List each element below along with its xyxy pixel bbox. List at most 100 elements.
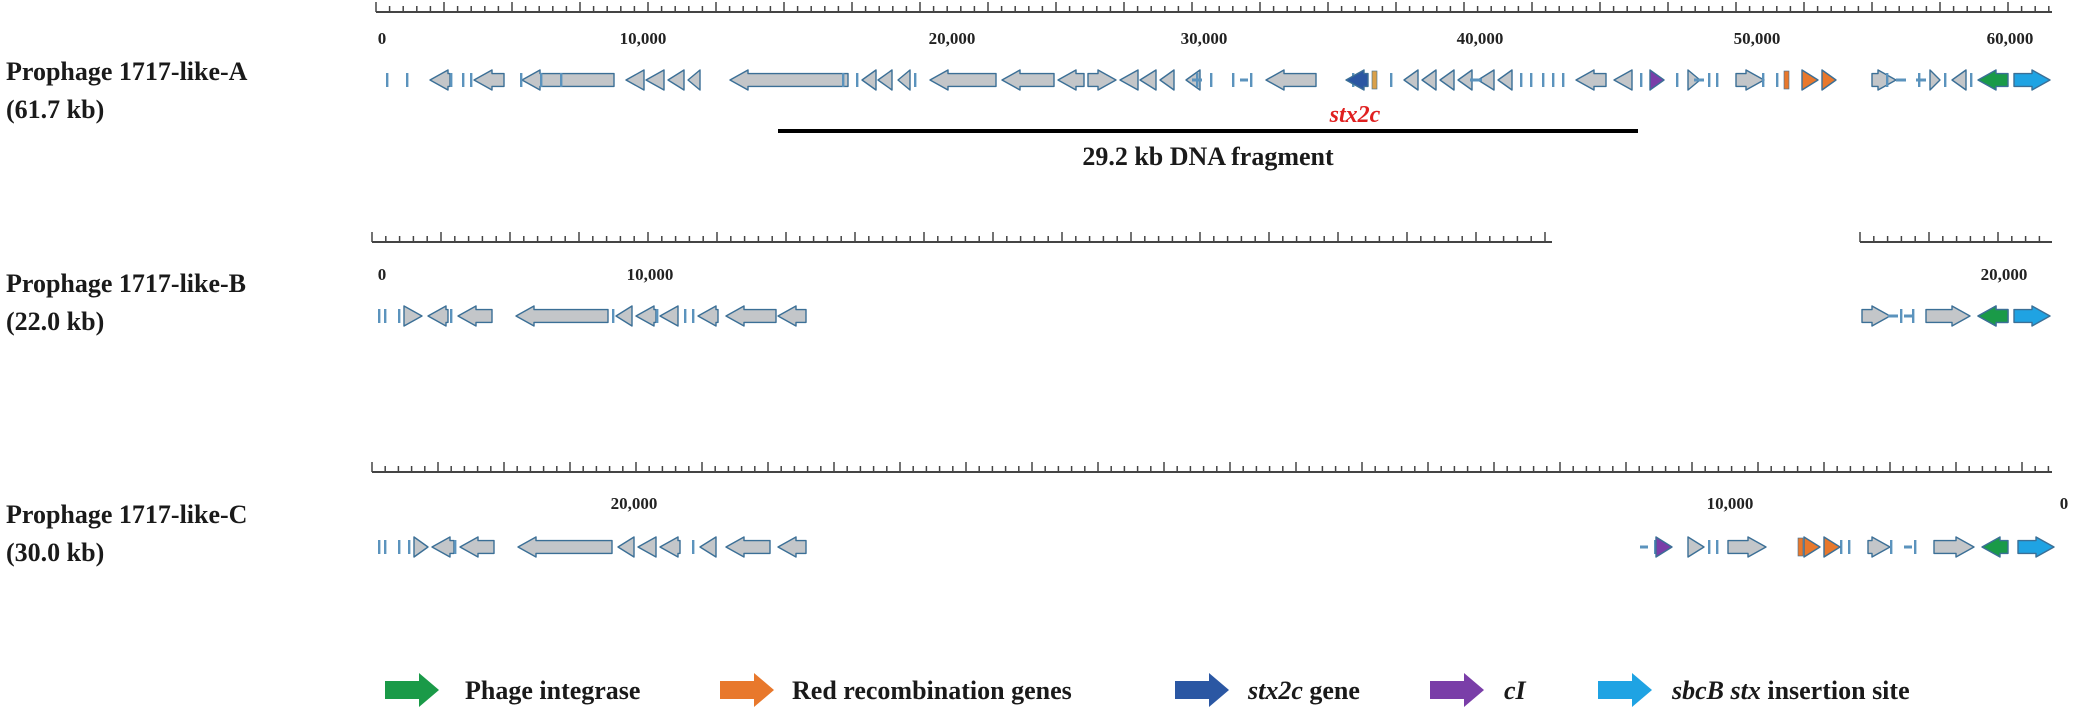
track-c-small-gene-7 xyxy=(1708,540,1711,554)
track-c-gene-2 xyxy=(459,536,495,558)
track-c-gene-4 xyxy=(617,536,635,558)
track-a-gene-13 xyxy=(1057,69,1085,91)
track-a-small-gene-22 xyxy=(1562,73,1565,87)
track-a-gene-27 xyxy=(1613,69,1633,91)
track-b-gene-3 xyxy=(515,305,609,327)
track-c-dash-gene-1 xyxy=(1904,545,1912,549)
track-a-small-gene-17 xyxy=(1390,73,1393,87)
track-c-gene-12 xyxy=(1867,536,1891,558)
track-a-gene-14 xyxy=(1087,69,1117,91)
track-a-gene-29 xyxy=(1735,69,1765,91)
track-c-gene-9 xyxy=(777,536,807,558)
track-c-tick-1: 10,000 xyxy=(1707,494,1754,513)
track-b-small-gene-5 xyxy=(656,309,659,323)
track-c-small-gene-9 xyxy=(1840,540,1843,554)
track-b-gene-5 xyxy=(635,305,657,327)
track-c-gene-13 xyxy=(1933,536,1975,558)
legend-item-sbcB: sbcB stx insertion site xyxy=(1598,673,1910,707)
track-a-name: Prophage 1717-like-A xyxy=(6,57,248,86)
fragment-bar xyxy=(778,129,1638,133)
track-c-gene-1 xyxy=(431,536,455,558)
track-a-small-gene-27 xyxy=(1762,73,1765,87)
track-c-small-gene-2 xyxy=(398,540,401,554)
track-b-sbcb-site xyxy=(2013,305,2051,327)
stx2c-annotation: stx2c xyxy=(1329,102,1381,128)
track-b-gene-8 xyxy=(725,305,777,327)
track-a-small-gene-23 xyxy=(1640,73,1643,87)
legend-item-integrase: Phage integrase xyxy=(385,673,640,707)
track-a-sbcb-site xyxy=(2013,69,2051,91)
track-b-name: Prophage 1717-like-B xyxy=(6,269,246,298)
track-a-small-gene-4 xyxy=(470,73,473,87)
track-a-gene-22 xyxy=(1439,69,1455,91)
track-a-small-gene-12 xyxy=(1210,73,1213,87)
track-c-small-gene-4 xyxy=(454,540,457,554)
track-a-tick-3: 30,000 xyxy=(1181,29,1228,48)
track-b-small-gene-1 xyxy=(384,309,387,323)
track-c-small-gene-5 xyxy=(692,540,695,554)
track-a-dash-gene-5 xyxy=(1916,78,1926,82)
track-a-small-gene-18 xyxy=(1520,73,1523,87)
track-c-integrase xyxy=(1981,536,2009,558)
track-a-tick-1: 10,000 xyxy=(620,29,667,48)
track-a-small-gene-10 xyxy=(914,73,917,87)
track-a-small-gene-14 xyxy=(1250,73,1253,87)
track-c-red-gene-1 xyxy=(1803,536,1821,558)
track-c-small-gene-11 xyxy=(1890,540,1893,554)
track-a-red-gene-1 xyxy=(1801,69,1819,91)
track-c-gene-0 xyxy=(413,536,429,558)
track-a-small-gene-6 xyxy=(540,73,543,87)
track-a-gene-6 xyxy=(687,69,701,91)
track-b-gene-11 xyxy=(1925,305,1971,327)
track-b-tick-2: 20,000 xyxy=(1981,265,2028,284)
track-a-small-gene-9 xyxy=(856,73,859,87)
axes xyxy=(371,2,2052,473)
track-a-gene-32 xyxy=(1951,69,1967,91)
track-c-gene-3 xyxy=(517,536,613,558)
track-a-gene-31 xyxy=(1929,69,1941,91)
track-a-size: (61.7 kb) xyxy=(6,95,104,124)
track-a-stx2c-gene xyxy=(1345,69,1369,91)
track-c-small-gene-1 xyxy=(384,540,387,554)
legend-item-red_recombination: Red recombination genes xyxy=(720,673,1072,707)
track-a-small-gene-8 xyxy=(842,73,845,87)
track-a-gene-23 xyxy=(1457,69,1473,91)
integrase-legend-arrow xyxy=(385,673,439,707)
track-b-dash-gene-1 xyxy=(1904,314,1912,318)
track-a-gene-3 xyxy=(625,69,645,91)
track-a-small-gene-33 xyxy=(1970,73,1973,87)
track-a-gene-21 xyxy=(1421,69,1437,91)
track-a-small-gene-2 xyxy=(450,73,453,87)
track-a-gene-12 xyxy=(1001,69,1055,91)
track-a-small-gene-5 xyxy=(520,73,523,87)
track-a-gene-25 xyxy=(1497,69,1513,91)
fragment-label: 29.2 kb DNA fragment xyxy=(1082,142,1334,171)
track-a-small-gene-13 xyxy=(1232,73,1235,87)
track-a-gene-19 xyxy=(1265,69,1317,91)
track-b-gene-0 xyxy=(403,305,423,327)
track-b-gene-2 xyxy=(457,305,493,327)
track-a-dash-gene-0 xyxy=(1192,78,1202,82)
track-c-sbcb-site xyxy=(2017,536,2055,558)
track-a-ci-gene xyxy=(1649,69,1665,91)
track-b-size: (22.0 kb) xyxy=(6,307,104,336)
track-a-gene-16 xyxy=(1139,69,1157,91)
track-b-small-gene-9 xyxy=(1912,309,1915,323)
track-b-gene-7 xyxy=(697,305,719,327)
track-c-gene-6 xyxy=(659,536,681,558)
sbcB-legend-label: sbcB stx insertion site xyxy=(1671,676,1910,705)
stx2c-legend-arrow xyxy=(1175,673,1229,707)
track-a-gene-26 xyxy=(1575,69,1607,91)
track-a-dash-gene-4 xyxy=(1896,78,1906,82)
track-a-gene-24 xyxy=(1477,69,1495,91)
track-b-small-gene-8 xyxy=(1900,309,1903,323)
track-c-axis xyxy=(371,462,2052,473)
track-c-small-gene-12 xyxy=(1914,540,1917,554)
track-b-axis-right xyxy=(1859,232,2052,243)
stx2c-legend-label: stx2c gene xyxy=(1247,676,1360,705)
track-a-gene-1 xyxy=(473,69,505,91)
track-a-gene-11 xyxy=(929,69,997,91)
track-a-dash-gene-2 xyxy=(1470,78,1482,82)
track-a-tick-6: 60,000 xyxy=(1987,29,2034,48)
track-c-small-gene-8 xyxy=(1716,540,1719,554)
